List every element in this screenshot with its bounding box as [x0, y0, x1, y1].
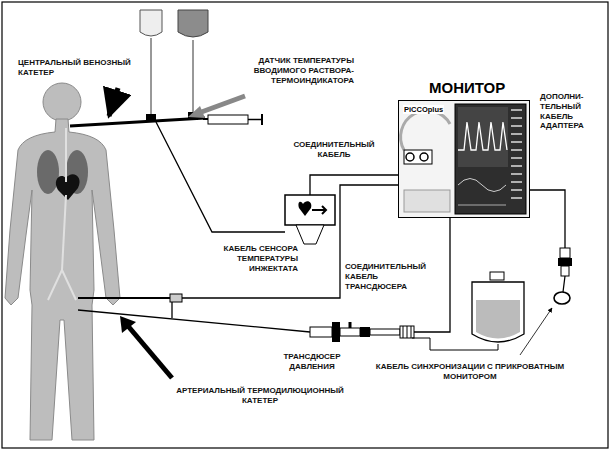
infusion-set [70, 10, 262, 126]
pressure-line [78, 310, 310, 332]
monitor-art [398, 100, 530, 218]
pressure-bag [412, 272, 524, 350]
pointer-arrow [196, 96, 245, 114]
callout-label: СОЕДИНИТЕЛЬНЫЙ КАБЕЛЬ [288, 140, 380, 160]
vessels [48, 128, 76, 300]
connecting-cable [310, 162, 410, 195]
heart [56, 174, 80, 200]
arterial-catheter [78, 297, 170, 299]
lung [37, 150, 59, 194]
monitor-box: МОНИТОРPiCCOplus [398, 100, 530, 218]
screen-brand: PiCCOplus [403, 105, 444, 114]
adapter-cable [530, 190, 565, 248]
callout-label: КАБЕЛЬ СЕНСОРА ТЕМПЕРАТУРЫ ИНЖЕКТАТА [198, 244, 298, 273]
pointer-arrow [128, 326, 172, 378]
injectate-sensor [285, 195, 335, 244]
callout-label: ДАТЧИК ТЕМПЕРАТУРЫ ВВОДИМОГО РАСТВОРА-ТЕ… [232, 56, 354, 85]
human-figure [5, 83, 120, 440]
callout-label: ЦЕНТРАЛЬНЫЙ ВЕНОЗНЫЙ КАТЕТЕР [18, 58, 148, 78]
injectate-cable [156, 122, 285, 232]
transducer-cable [414, 218, 450, 332]
callout-label: ТРАНСДЮСЕР ДАВЛЕНИЯ [268, 352, 356, 372]
callout-label: ДОПОЛНИ- ТЕЛЬНЫЙ КАБЕЛЬ АДАПТЕРА [540, 92, 602, 131]
pressure-transducer [310, 322, 414, 342]
thermistor-cable [182, 162, 424, 298]
node-heading: МОНИТОР [429, 79, 505, 96]
callout-label: СОЕДИНИТЕЛЬНЫЙ КАБЕЛЬ ТРАНСДЮСЕРА [345, 262, 437, 291]
leader-line [520, 308, 552, 355]
pointer-arrow [109, 88, 118, 116]
callout-label: КАБЕЛЬ СИНХРОНИЗАЦИИ С ПРИКРОВАТНЫМ МОНИ… [366, 362, 574, 382]
callout-label: АРТЕРИАЛЬНЫЙ ТЕРМОДИЛЮЦИОННЫЙ КАТЕТЕР [168, 386, 352, 406]
